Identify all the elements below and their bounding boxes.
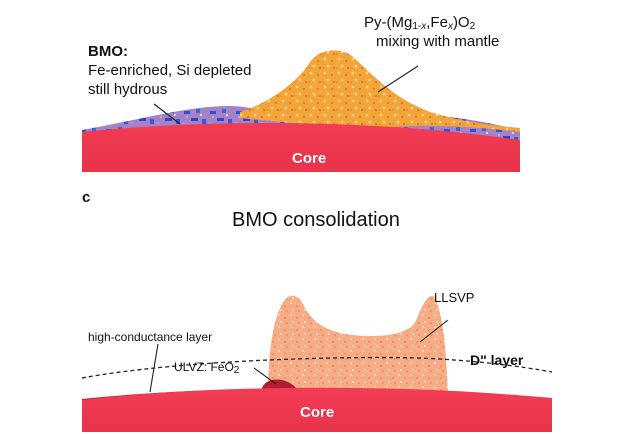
llsvp-body: [268, 295, 448, 392]
core-label-top: Core: [292, 150, 327, 167]
d-layer-label: D" layer: [470, 352, 524, 368]
bmo-description-line1: Fe-enriched, Si depleted: [88, 62, 252, 79]
py-leader-line: [377, 65, 419, 93]
bmo-leader-line: [153, 103, 181, 125]
bmo-heading: BMO:: [88, 43, 128, 60]
core-bottom: [82, 387, 552, 432]
high-conductance-layer-label: high-conductance layer: [88, 330, 213, 344]
panel-title: BMO consolidation: [232, 209, 400, 231]
hcl-leader-line: [149, 343, 159, 393]
llsvp-label: LLSVP: [434, 290, 475, 305]
panel-letter: c: [82, 189, 91, 206]
py-formula-label: Py-(Mg1-x,Fex)O2: [364, 14, 476, 32]
llsvp-leader-line: [419, 319, 449, 343]
core-top: [82, 122, 520, 172]
bmo-description-line2: still hydrous: [88, 81, 168, 98]
ulvz-label: ULVZ: FeO2: [174, 360, 240, 376]
d-layer-line: [81, 356, 553, 379]
ulvz-leader-line: [253, 367, 277, 385]
core-label-bottom: Core: [300, 404, 335, 421]
py-mixing-label: mixing with mantle: [376, 33, 500, 50]
